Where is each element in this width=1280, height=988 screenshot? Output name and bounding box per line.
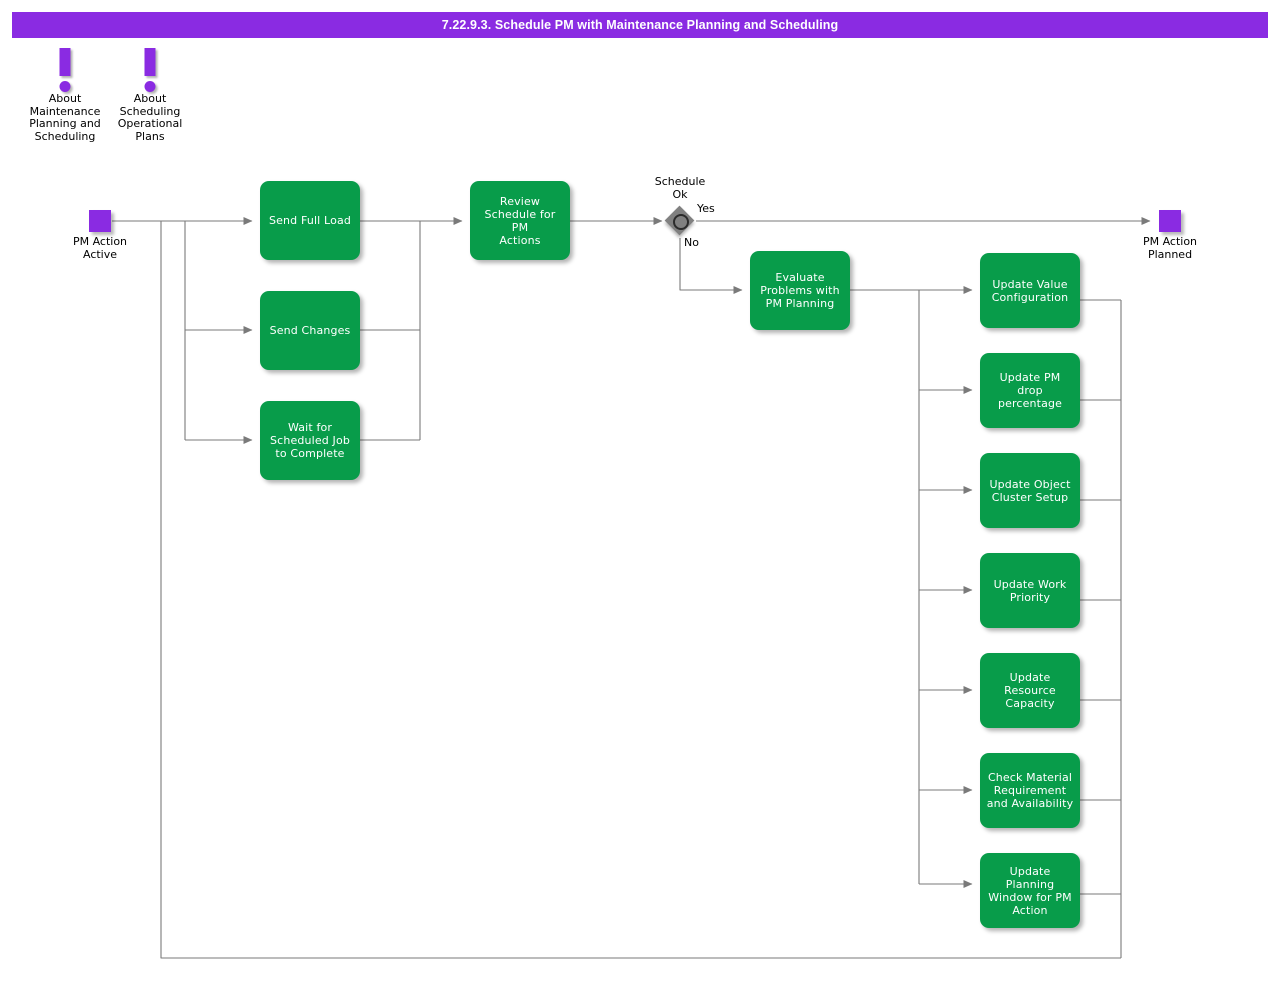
- end-node-square: [1159, 210, 1181, 232]
- activity-label: Update Planning Window for PM Action: [988, 864, 1072, 917]
- decision-ring-icon: [673, 214, 689, 230]
- activity-review-schedule-for-pm-actions[interactable]: Review Schedule for PM Actions: [470, 181, 570, 260]
- page-title: 7.22.9.3. Schedule PM with Maintenance P…: [12, 12, 1268, 38]
- activity-update-resource-capacity[interactable]: Update Resource Capacity: [980, 653, 1080, 728]
- exclamation-icon: [15, 48, 115, 92]
- decision-branch-yes-label: Yes: [697, 202, 715, 215]
- activity-label: Wait for Scheduled Job to Complete: [270, 421, 350, 460]
- activity-label: Review Schedule for PM Actions: [484, 194, 556, 247]
- activity-send-changes[interactable]: Send Changes: [260, 291, 360, 370]
- activity-label: Send Full Load: [269, 214, 351, 227]
- activity-update-value-configuration[interactable]: Update Value Configuration: [980, 253, 1080, 328]
- exclamation-icon: [105, 48, 195, 92]
- activity-label: Update Resource Capacity: [1004, 671, 1056, 710]
- activity-label: Update Object Cluster Setup: [989, 477, 1071, 504]
- activity-label: Evaluate Problems with PM Planning: [760, 271, 840, 310]
- activity-update-object-cluster-setup[interactable]: Update Object Cluster Setup: [980, 453, 1080, 528]
- note-about-scheduling-operational-plans[interactable]: About Scheduling Operational Plans: [105, 48, 195, 143]
- activity-label: Update Value Configuration: [991, 277, 1069, 304]
- activity-wait-for-scheduled-job-to-complete[interactable]: Wait for Scheduled Job to Complete: [260, 401, 360, 480]
- activity-check-material-requirement-and-availability[interactable]: Check Material Requirement and Availabil…: [980, 753, 1080, 828]
- activity-update-pm-drop-percentage[interactable]: Update PM drop percentage: [980, 353, 1080, 428]
- activity-label: Send Changes: [269, 324, 351, 337]
- note-label: About Scheduling Operational Plans: [117, 92, 183, 143]
- edge-no-to-evaluate: [679, 238, 743, 294]
- decision-label: Schedule Ok: [654, 175, 706, 201]
- activity-update-work-priority[interactable]: Update Work Priority: [980, 553, 1080, 628]
- terminal-pm-action-active[interactable]: PM Action Active: [54, 210, 146, 261]
- terminal-label: PM Action Planned: [1142, 235, 1198, 261]
- note-label: About Maintenance Planning and Schedulin…: [29, 92, 101, 143]
- terminal-label: PM Action Active: [72, 235, 128, 261]
- start-node-square: [89, 210, 111, 232]
- activity-label: Check Material Requirement and Availabil…: [986, 771, 1074, 810]
- activity-label: Update Work Priority: [993, 577, 1067, 604]
- terminal-pm-action-planned[interactable]: PM Action Planned: [1124, 210, 1216, 261]
- activity-send-full-load[interactable]: Send Full Load: [260, 181, 360, 260]
- edge-loopback-to-start: [160, 221, 1121, 959]
- decision-branch-no-label: No: [684, 236, 699, 249]
- decision-schedule-ok[interactable]: [664, 205, 695, 236]
- activity-label: Update PM drop percentage: [997, 371, 1063, 410]
- activity-evaluate-problems-with-pm-planning[interactable]: Evaluate Problems with PM Planning: [750, 251, 850, 330]
- note-about-maintenance-planning-and-scheduling[interactable]: About Maintenance Planning and Schedulin…: [15, 48, 115, 143]
- activity-update-planning-window-for-pm-action[interactable]: Update Planning Window for PM Action: [980, 853, 1080, 928]
